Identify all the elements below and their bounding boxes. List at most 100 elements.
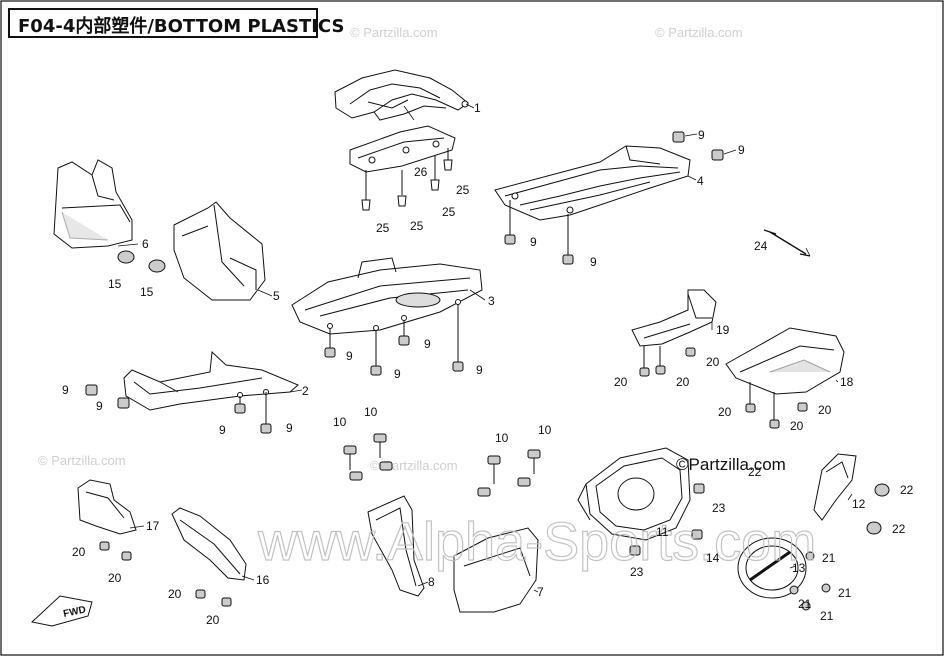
part-15-bushing — [117, 250, 166, 273]
callout-2: 2 — [302, 384, 309, 398]
part-3-main-skid — [291, 257, 483, 335]
callout-20: 20 — [676, 375, 690, 389]
callout-10: 10 — [333, 415, 347, 429]
part-2-front-skid — [123, 350, 299, 411]
callout-25: 25 — [376, 221, 390, 235]
callout-21: 21 — [838, 586, 852, 600]
watermark-small: © Partzilla.com — [350, 25, 438, 40]
callout-20: 20 — [72, 545, 86, 559]
callout-9: 9 — [96, 399, 103, 413]
diagram-title: F04-4内部塑件/BOTTOM PLASTICS — [18, 16, 345, 37]
part-5-side-shroud — [173, 201, 266, 301]
callout-10: 10 — [364, 405, 378, 419]
callout-6: 6 — [142, 237, 149, 251]
callout-7: 7 — [537, 585, 544, 599]
callout-20: 20 — [108, 571, 122, 585]
callout-10: 10 — [538, 423, 552, 437]
part-11-cvt-cover — [577, 447, 691, 541]
callout-21: 21 — [820, 609, 834, 623]
fasteners-9-skid — [504, 131, 724, 265]
watermark-small: © Partzilla.com — [38, 453, 126, 468]
callout-20: 20 — [206, 613, 220, 627]
callout-22: 22 — [748, 465, 762, 479]
callout-20: 20 — [818, 403, 832, 417]
fwd-arrow-icon: FWD — [30, 595, 93, 627]
watermark-main: www.Alpha-Sports.com — [257, 512, 816, 572]
fasteners-20-guard — [639, 346, 696, 377]
callout-12: 12 — [852, 497, 866, 511]
part-26-bracket — [349, 125, 456, 173]
fasteners-20-rear-skid — [745, 382, 808, 429]
fasteners-20-cover — [99, 541, 132, 561]
fasteners-10-left — [343, 433, 393, 481]
callout-9: 9 — [698, 128, 705, 142]
callout-8: 8 — [428, 575, 435, 589]
fasteners-9-front-skid — [85, 384, 272, 434]
callout-20: 20 — [706, 355, 720, 369]
callout-25: 25 — [410, 219, 424, 233]
callout-23: 23 — [712, 501, 726, 515]
callout-9: 9 — [530, 235, 537, 249]
part-1-upper-duct — [334, 69, 469, 121]
callout-9: 9 — [738, 143, 745, 157]
part-6-left-shroud — [53, 159, 133, 249]
fasteners-10-right — [477, 449, 541, 497]
callout-9: 9 — [219, 423, 226, 437]
callout-18: 18 — [840, 375, 854, 389]
part-24-strap — [763, 229, 811, 257]
fasteners-14-23 — [629, 483, 705, 556]
fasteners-20-panel — [195, 589, 232, 607]
part-17-cover — [77, 479, 137, 535]
callout-19: 19 — [716, 323, 730, 337]
callout-9: 9 — [394, 367, 401, 381]
part-16-panel — [171, 507, 247, 581]
part-12-right-cover — [813, 453, 890, 535]
callout-22: 22 — [892, 522, 906, 536]
callout-1: 1 — [474, 101, 481, 115]
callout-11: 11 — [656, 525, 669, 539]
part-18-rear-skid — [725, 327, 845, 395]
callout-20: 20 — [614, 375, 628, 389]
fasteners-9-main-skid — [324, 304, 464, 376]
callout-14: 14 — [706, 551, 720, 565]
leader-lines — [117, 103, 853, 593]
brand-label: ©Partzilla.com — [676, 455, 786, 474]
callout-9: 9 — [424, 337, 431, 351]
callout-3: 3 — [488, 294, 495, 308]
callout-9: 9 — [286, 421, 293, 435]
part-8-side-panel — [367, 495, 425, 597]
fwd-label: FWD — [62, 604, 87, 619]
callout-9: 9 — [476, 363, 483, 377]
callout-22: 22 — [900, 483, 914, 497]
callout-9: 9 — [590, 255, 597, 269]
callout-16: 16 — [256, 573, 270, 587]
part-19-guard — [631, 289, 717, 347]
callout-25: 25 — [442, 205, 456, 219]
title-box: F04-4内部塑件/BOTTOM PLASTICS — [8, 8, 344, 38]
watermark-small: © Partzilla.com — [655, 25, 743, 40]
part-4-center-skid — [494, 145, 691, 221]
callout-17: 17 — [146, 519, 160, 533]
callout-4: 4 — [697, 174, 704, 188]
callout-9: 9 — [62, 383, 69, 397]
callout-20: 20 — [718, 405, 732, 419]
callout-24: 24 — [754, 239, 768, 253]
callout-20: 20 — [168, 587, 182, 601]
callout-26: 26 — [414, 165, 428, 179]
callout-numbers: 1 2 3 4 5 6 7 8 9 9 9 9 9 9 9 9 9 9 9 9 … — [62, 101, 914, 627]
screws-25 — [361, 148, 453, 211]
callout-23: 23 — [630, 565, 644, 579]
callout-20: 20 — [790, 419, 804, 433]
callout-15: 15 — [140, 285, 154, 299]
part-7-front-panel — [453, 527, 539, 613]
callout-9: 9 — [346, 349, 353, 363]
callout-5: 5 — [273, 289, 280, 303]
callout-10: 10 — [495, 431, 509, 445]
callout-13: 13 — [792, 561, 806, 575]
callout-15: 15 — [108, 277, 122, 291]
callout-21: 21 — [822, 551, 836, 565]
watermarks-small: © Partzilla.com © Partzilla.com © Partzi… — [38, 25, 743, 473]
